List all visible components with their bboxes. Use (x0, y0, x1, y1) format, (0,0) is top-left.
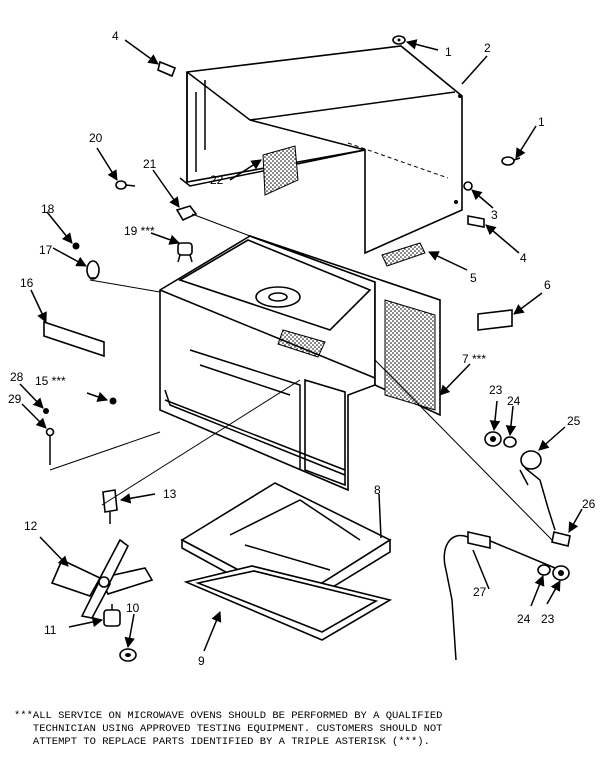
callout-28: 28 (10, 370, 24, 384)
cabinet-vent-panel (262, 145, 299, 196)
callout-23b: 23 (541, 612, 555, 626)
grommet-23a (484, 431, 502, 447)
service-warning-footnote: ***ALL SERVICE ON MICROWAVE OVENS SHOULD… (14, 710, 604, 749)
callout-8: 8 (374, 483, 381, 497)
callout-17: 17 (39, 243, 53, 257)
callout-18: 18 (41, 202, 55, 216)
washer-24b (537, 564, 551, 576)
callout-20: 20 (89, 131, 103, 145)
callout-29: 29 (8, 392, 22, 406)
leader-arrows (19, 39, 583, 652)
stirrer-blade (50, 538, 154, 619)
screw-29 (45, 427, 55, 465)
callout-22: 22 (210, 173, 224, 187)
callout-25: 25 (567, 414, 581, 428)
callout-6: 6 (544, 278, 551, 292)
screw-15 (109, 397, 117, 405)
clip-21 (175, 205, 198, 222)
probe-jack (519, 450, 556, 531)
thermal-cutout (177, 242, 193, 263)
footnote-line-1: ***ALL SERVICE ON MICROWAVE OVENS SHOULD… (14, 710, 443, 722)
cabinet-screw-right (501, 156, 521, 166)
callout-21: 21 (143, 157, 157, 171)
callout-19: 19 *** (124, 224, 155, 238)
callout-9: 9 (198, 654, 205, 668)
callout-1a: 1 (445, 45, 452, 59)
oven-chassis (159, 235, 441, 492)
footnote-line-3: ATTEMPT TO REPLACE PARTS IDENTIFIED BY A… (14, 736, 430, 748)
callout-12: 12 (24, 519, 38, 533)
screw-18 (72, 242, 80, 250)
stirrer-coupler (102, 489, 118, 524)
callout-15: 15 *** (35, 374, 66, 388)
bracket-26 (551, 531, 571, 547)
callout-5: 5 (470, 271, 477, 285)
callout-3: 3 (491, 208, 498, 222)
callout-13: 13 (163, 487, 177, 501)
callout-2: 2 (484, 41, 491, 55)
lamp-17 (86, 260, 100, 280)
mounting-screw-left (157, 60, 177, 78)
label-plate (477, 309, 513, 331)
callout-4b: 4 (520, 251, 527, 265)
nut-10 (119, 648, 137, 662)
label-plate-16 (43, 320, 105, 358)
stirrer-motor (103, 604, 121, 627)
callout-11: 11 (44, 623, 57, 637)
callout-24a: 24 (507, 394, 521, 408)
outer-cabinet (179, 45, 463, 255)
footnote-line-2: TECHNICIAN USING APPROVED TESTING EQUIPM… (14, 723, 443, 735)
callout-1b: 1 (538, 115, 545, 129)
callout-16: 16 (20, 276, 34, 290)
callout-4a: 4 (112, 29, 119, 43)
callout-7: 7 *** (462, 352, 486, 366)
temperature-probe (443, 530, 556, 661)
callout-24b: 24 (517, 612, 531, 626)
callout-23a: 23 (489, 383, 503, 397)
callout-labels: 1 2 4 1 3 4 20 21 22 18 19 *** 17 5 6 16… (8, 29, 596, 668)
washer (463, 181, 473, 191)
callout-10: 10 (126, 601, 140, 615)
screw-20 (115, 180, 136, 190)
gasket-frame (183, 565, 393, 641)
trim-strip (381, 242, 426, 267)
washer-24a (503, 436, 517, 448)
callout-27: 27 (473, 585, 487, 599)
screw-28 (43, 408, 49, 414)
mounting-screw-right (467, 215, 485, 228)
grommet-23b (552, 565, 570, 581)
cabinet-screw-top (392, 35, 406, 45)
callout-26: 26 (582, 497, 596, 511)
